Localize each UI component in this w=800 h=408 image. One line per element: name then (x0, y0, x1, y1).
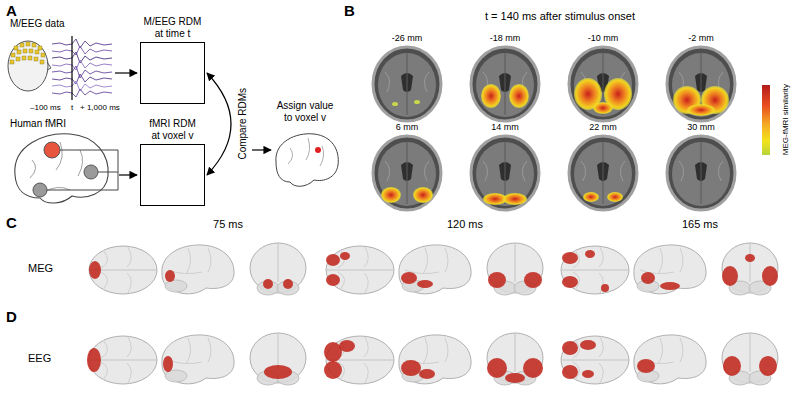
meg-head-icon (8, 41, 51, 91)
target-brain-icon (276, 134, 338, 187)
figure-label: –100 ms (30, 103, 61, 112)
figure-label: t = 140 ms after stimulus onset (485, 10, 635, 23)
edge-label: Compare RDMs (237, 88, 249, 160)
figure-label: 6 mm (396, 122, 419, 132)
rdm-matrix (140, 42, 205, 104)
rdm-heading: M/EEG RDM at time t (143, 16, 203, 39)
figure-label: 22 mm (589, 122, 617, 132)
figure-label: -2 mm (688, 33, 714, 43)
glass-brains (87, 243, 778, 385)
figure-label: Assign value to voxel v (273, 100, 337, 123)
panel-letter: A (6, 2, 17, 19)
figure-label: -10 mm (588, 33, 619, 43)
figure-label: Human fMRI (10, 118, 66, 130)
panel-letter: D (6, 308, 17, 325)
figure-label: EEG (28, 352, 51, 365)
time-marker (71, 36, 72, 100)
mri-slices (373, 47, 735, 210)
figure-label: t (71, 103, 73, 112)
assign-arrow (252, 149, 271, 150)
panel-letter: C (6, 214, 17, 231)
figure-label: M/EEG data (10, 18, 64, 30)
figure-label: 165 ms (682, 218, 718, 231)
figure-label: 30 mm (687, 122, 715, 132)
figure-label: -18 mm (490, 33, 521, 43)
compare-arrow (207, 73, 231, 175)
input-arrow (115, 72, 137, 73)
rdm-matrix (140, 144, 205, 206)
rdm-box: fMRI RDM at voxel v (138, 118, 207, 206)
figure-label: 75 ms (213, 218, 243, 231)
figure-label: MEG (28, 262, 53, 275)
rdm-box: M/EEG RDM at time t (138, 16, 207, 104)
rdm-heading: fMRI RDM at voxel v (147, 118, 199, 141)
color-bar (762, 85, 770, 155)
panel-letter: B (344, 2, 355, 19)
figure-label: + 1,000 ms (80, 103, 120, 112)
figure-label: 120 ms (447, 218, 483, 231)
figure-label: -26 mm (392, 33, 423, 43)
input-arrow (119, 174, 137, 175)
meg-traces (52, 39, 112, 97)
figure-label: MEG-fMRI similarity (781, 84, 790, 155)
fmri-brain-icon (15, 134, 118, 203)
figure-label: 14 mm (491, 122, 519, 132)
